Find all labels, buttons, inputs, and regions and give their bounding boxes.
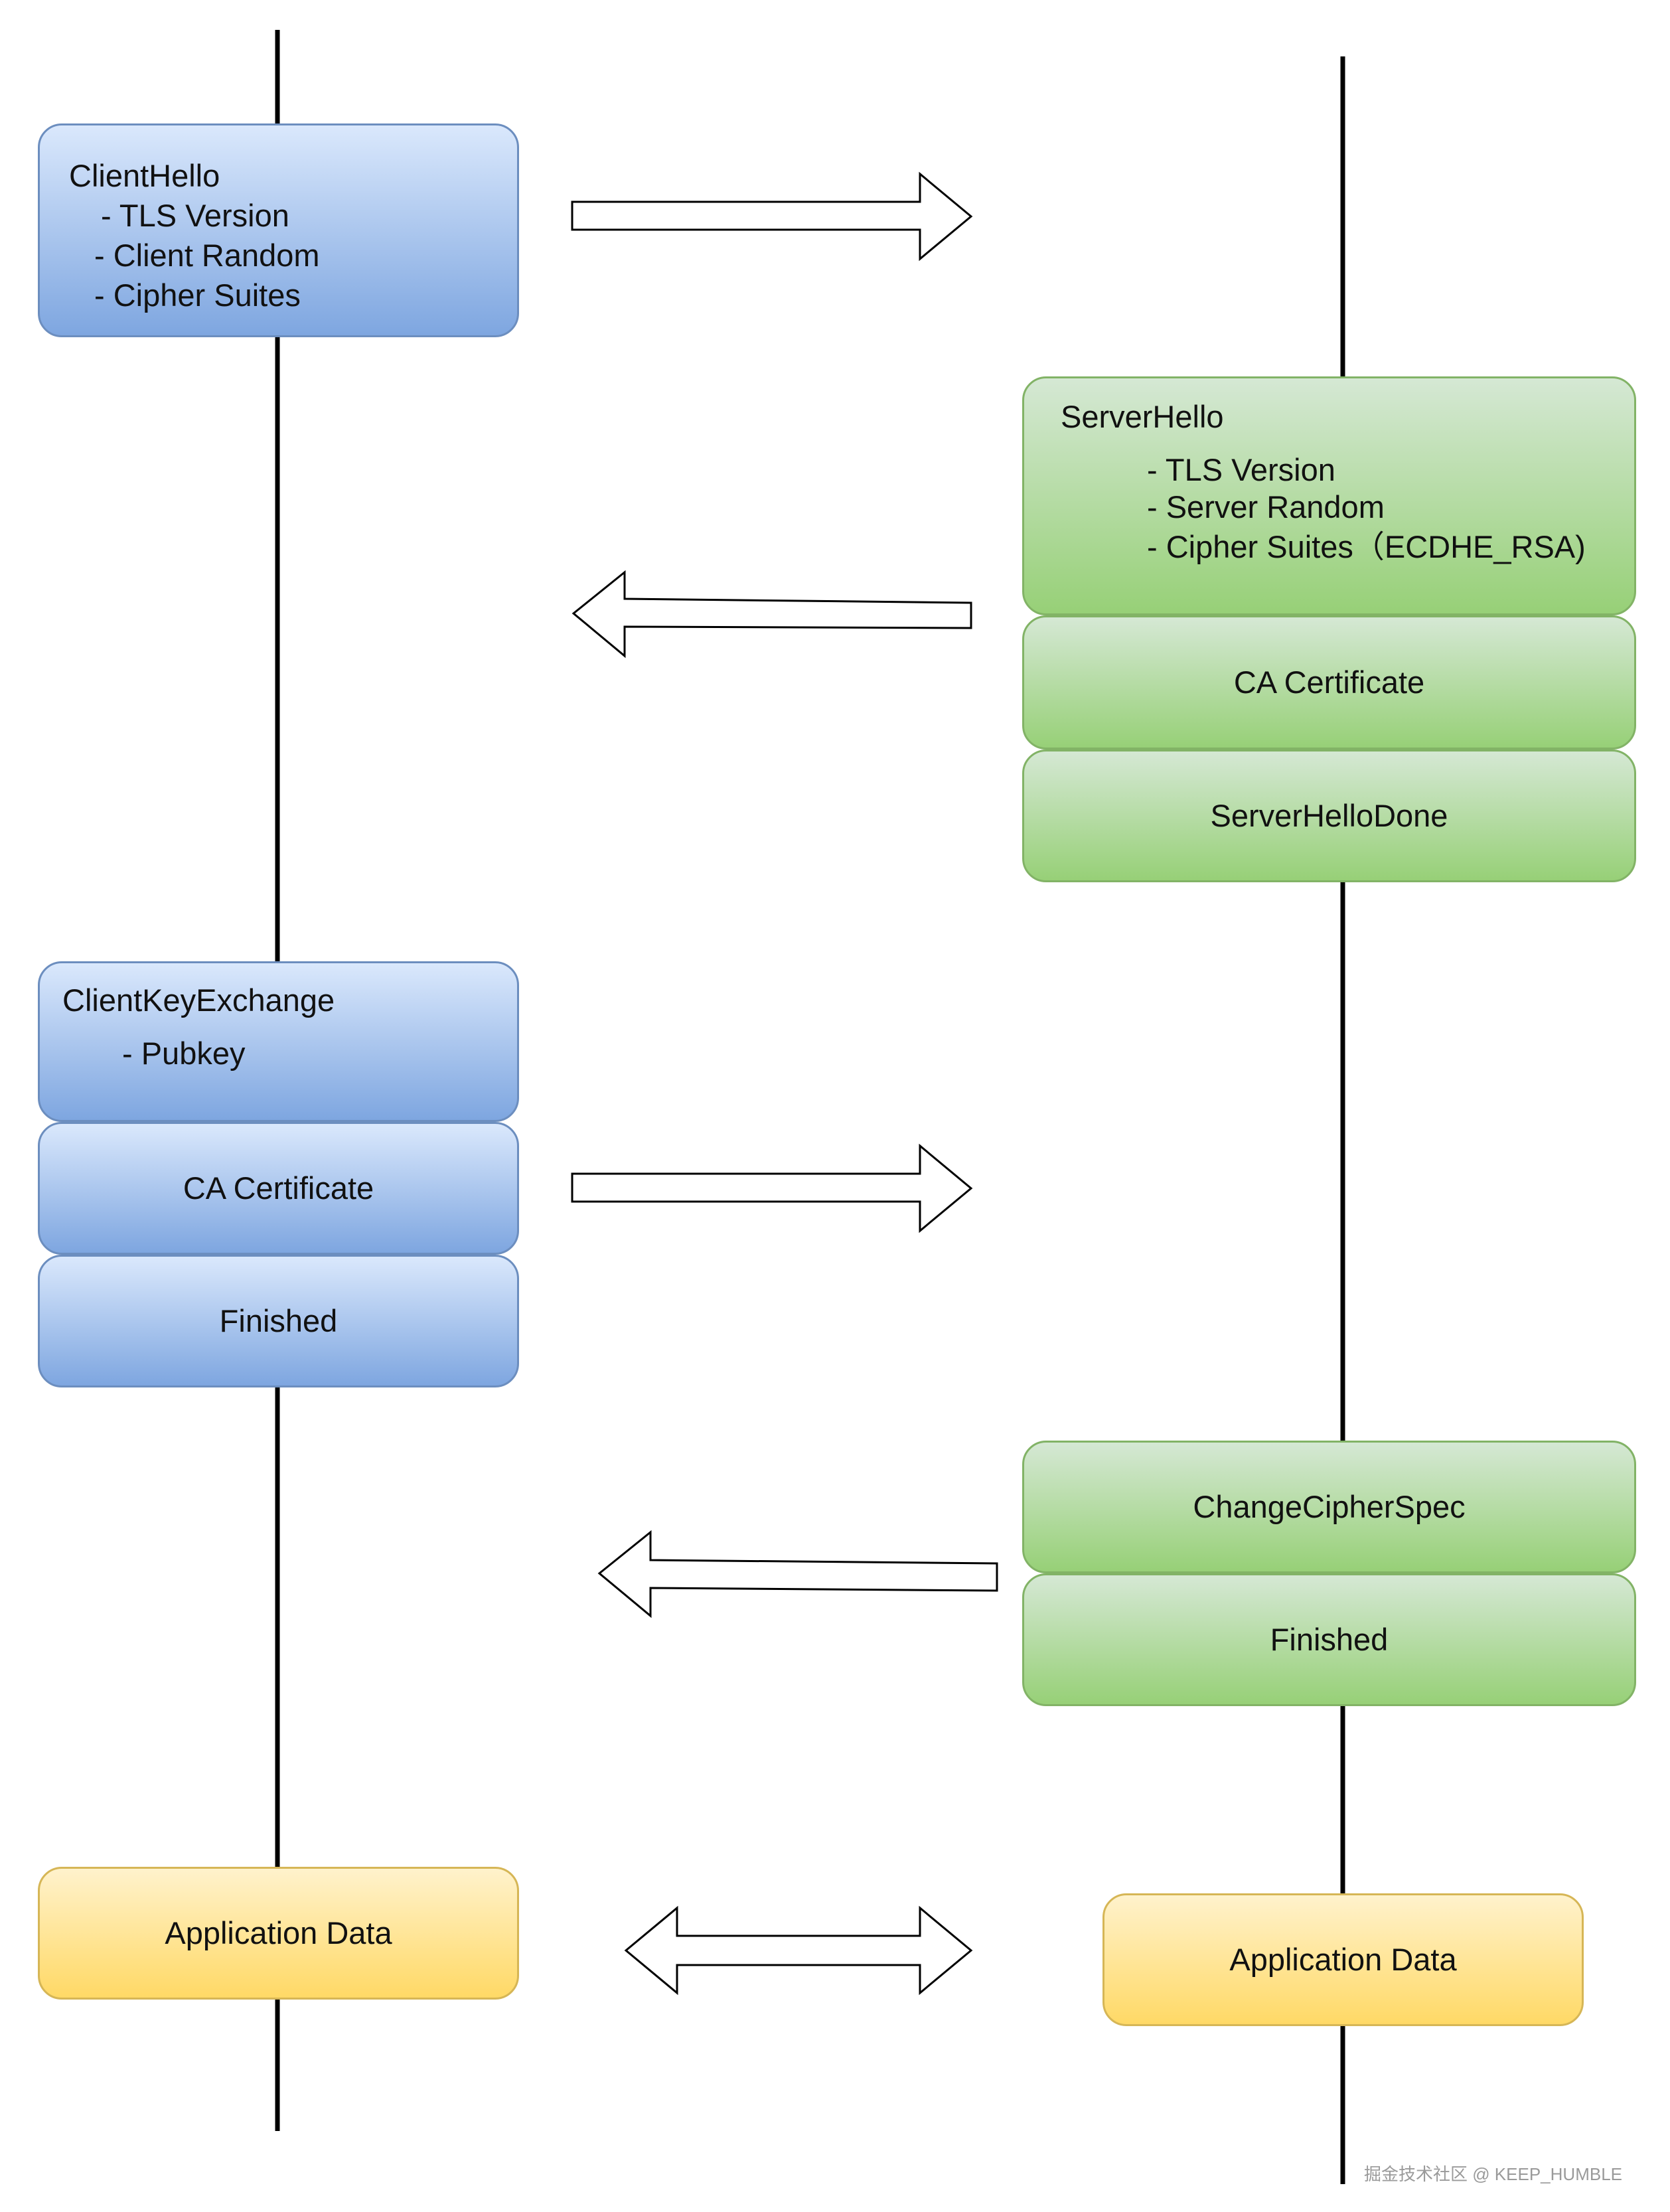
client-ca-certificate-box: CA Certificate	[38, 1122, 519, 1255]
client-finished-box: Finished	[38, 1255, 519, 1387]
client-application-data-box: Application Data	[38, 1867, 519, 2000]
server-hello-item-server-random: - Server Random	[1147, 489, 1385, 524]
client-hello-item-cipher-suites: - Cipher Suites	[94, 277, 301, 313]
watermark: 掘金技术社区 @ KEEP_HUMBLE	[1363, 2164, 1622, 2184]
change-cipher-spec-label: ChangeCipherSpec	[1193, 1488, 1466, 1524]
arrow-change-cipher-spec-to-client	[597, 1530, 998, 1619]
client-hello-item-tls-version: - TLS Version	[101, 198, 289, 233]
server-hello-done-box: ServerHelloDone	[1022, 750, 1636, 882]
client-key-exchange-title: ClientKeyExchange	[62, 983, 335, 1018]
client-finished-label: Finished	[219, 1303, 338, 1338]
client-ca-certificate-label: CA Certificate	[183, 1170, 374, 1206]
client-hello-title: ClientHello	[69, 158, 220, 193]
server-hello-title: ServerHello	[1061, 399, 1224, 434]
server-finished-label: Finished	[1270, 1621, 1389, 1657]
server-hello-box: ServerHello - TLS Version - Server Rando…	[1022, 376, 1636, 615]
client-hello-item-client-random: - Client Random	[94, 238, 320, 273]
server-ca-certificate-box: CA Certificate	[1022, 615, 1636, 750]
server-hello-item-tls-version: - TLS Version	[1147, 452, 1335, 487]
client-hello-box: ClientHello - TLS Version - Client Rando…	[38, 123, 519, 337]
server-ca-certificate-label: CA Certificate	[1233, 664, 1425, 700]
server-application-data-box: Application Data	[1102, 1893, 1584, 2026]
server-application-data-label: Application Data	[1229, 1941, 1457, 1977]
server-hello-item-cipher-suites: - Cipher Suites（ECDHE_RSA)	[1147, 529, 1586, 564]
change-cipher-spec-box: ChangeCipherSpec	[1022, 1441, 1636, 1573]
server-hello-done-label: ServerHelloDone	[1210, 797, 1448, 833]
arrow-application-data-bidirectional	[624, 1905, 973, 1996]
client-key-exchange-box: ClientKeyExchange - Pubkey	[38, 961, 519, 1122]
server-finished-box: Finished	[1022, 1573, 1636, 1706]
client-application-data-label: Application Data	[165, 1915, 392, 1950]
arrow-client-hello-to-server	[571, 171, 973, 262]
arrow-client-key-exchange-to-server	[571, 1143, 973, 1233]
client-key-exchange-item-pubkey: - Pubkey	[122, 1036, 246, 1071]
arrow-server-hello-to-client	[571, 570, 972, 659]
